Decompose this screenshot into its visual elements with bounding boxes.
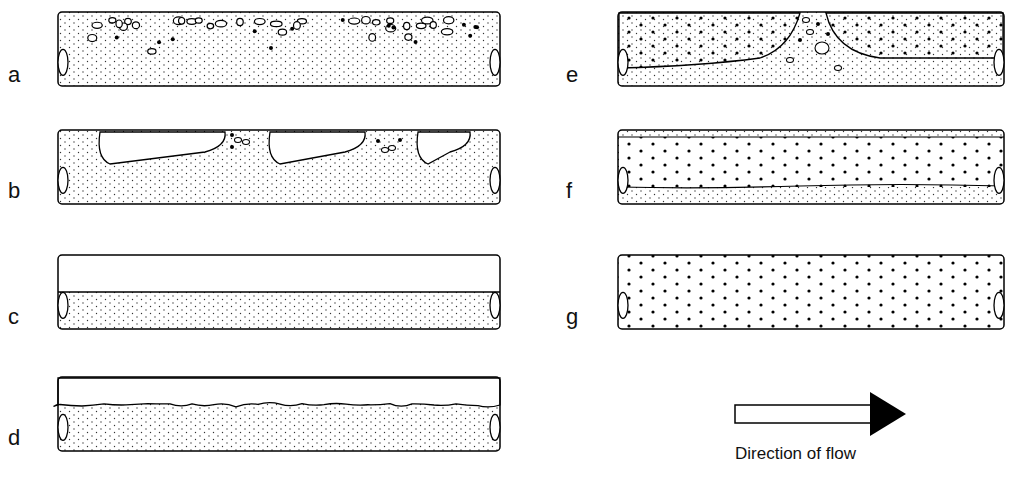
panel-letter: c [8, 304, 19, 330]
pipe-b [58, 130, 500, 204]
panel-letter: d [8, 425, 20, 451]
flow-arrow [735, 392, 906, 436]
pipe-g [618, 255, 1004, 329]
panel-letter: b [8, 178, 20, 204]
panel-letter: a [8, 62, 20, 88]
pipe-d [54, 377, 500, 451]
panel-letter: e [566, 62, 578, 88]
pipe-a [58, 12, 500, 86]
pipe-e [618, 12, 1004, 86]
flow-direction-label: Direction of flow [735, 444, 856, 464]
pipe-c [58, 255, 500, 329]
pipe-f [618, 130, 1004, 204]
panel-letter: g [566, 304, 578, 330]
panel-letter: f [566, 178, 572, 204]
